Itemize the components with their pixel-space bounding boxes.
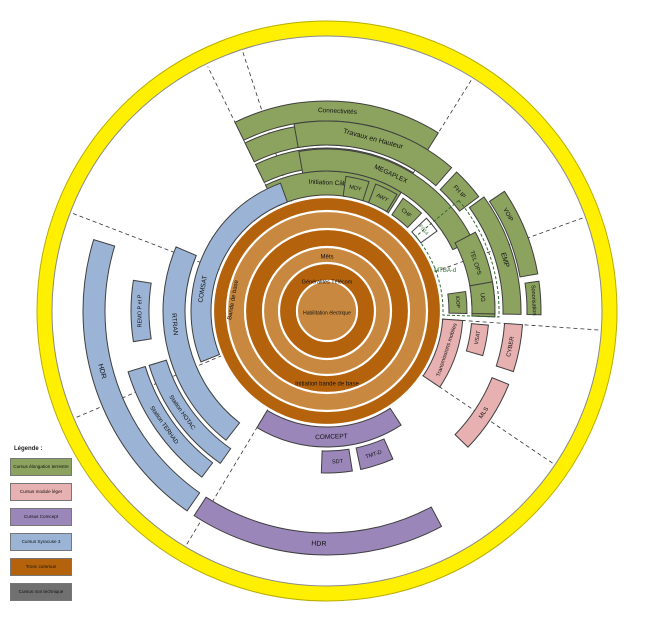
core-ring-border bbox=[243, 227, 411, 395]
green-label: EMP bbox=[499, 252, 510, 269]
green-segment bbox=[439, 171, 480, 212]
blue-segment bbox=[190, 182, 288, 363]
green-label: Sonorisation bbox=[529, 285, 537, 316]
blue-segment bbox=[130, 279, 152, 343]
pink-label: CYBER bbox=[506, 335, 516, 357]
mtba-outline bbox=[415, 199, 500, 318]
core-label-mets: Mêts bbox=[320, 255, 333, 261]
legend-item: Cursus Comcept bbox=[10, 508, 72, 526]
legend-item: Cursus Syracuse 3 bbox=[10, 533, 72, 551]
core-ring-border bbox=[277, 261, 377, 361]
core-ring bbox=[263, 247, 391, 375]
core-label-initiation: Initiation bande de base bbox=[295, 382, 359, 388]
green-segment bbox=[468, 196, 522, 315]
purple-segment bbox=[355, 438, 394, 471]
green-segment bbox=[293, 120, 453, 187]
pink-segment bbox=[454, 377, 510, 448]
green-label: MDY bbox=[349, 184, 363, 193]
green-label-mtba: MTBA-d bbox=[434, 268, 456, 274]
green-segment bbox=[342, 175, 370, 202]
core-ring bbox=[213, 197, 441, 425]
legend-title: Légende : bbox=[14, 446, 43, 452]
blue-label: COMSAT bbox=[197, 275, 209, 303]
pink-segment bbox=[495, 322, 524, 373]
core-ring bbox=[279, 263, 375, 359]
purple-segment bbox=[256, 407, 402, 448]
blue-segment bbox=[82, 239, 201, 512]
green-label: Connectivités bbox=[318, 107, 358, 116]
blue-label: HDR bbox=[96, 363, 107, 379]
legend-item: Cursus élongation terrestre bbox=[10, 458, 72, 476]
green-segment bbox=[447, 290, 468, 314]
green-segment bbox=[488, 190, 539, 278]
blue-segment bbox=[148, 359, 232, 465]
purple-label: COMCEPT bbox=[315, 433, 348, 441]
green-label: AWY bbox=[375, 193, 389, 204]
legend-item: Cursus non technique bbox=[10, 583, 72, 601]
core-ring bbox=[227, 211, 427, 411]
blue-segment bbox=[127, 365, 214, 478]
core-ring-border bbox=[225, 209, 429, 413]
core-label-telecom: Généralités Télécom bbox=[302, 279, 353, 285]
core-label-habilitation: Habilitation électrique bbox=[303, 310, 351, 316]
pink-segment bbox=[422, 318, 464, 388]
legend-item: Cursus module léger bbox=[10, 483, 72, 501]
purple-segment bbox=[193, 496, 443, 556]
pink-label: VSAT bbox=[474, 330, 482, 345]
core-center bbox=[296, 280, 358, 342]
core-ring-border bbox=[261, 245, 393, 377]
green-segment bbox=[367, 183, 398, 213]
core-ring bbox=[245, 229, 409, 393]
purple-label: TMT-D bbox=[365, 450, 383, 461]
legend-item: Tronc commun bbox=[10, 558, 72, 576]
green-label: IDOP bbox=[454, 296, 461, 309]
blue-segment bbox=[162, 246, 241, 441]
green-segment bbox=[469, 281, 496, 315]
green-segment bbox=[391, 197, 423, 229]
green-label: UG bbox=[478, 293, 485, 303]
purple-label: HDR bbox=[311, 540, 326, 548]
green-label: Initiation Câblage bbox=[308, 179, 359, 189]
pink-segment bbox=[465, 323, 489, 357]
green-segment bbox=[524, 280, 542, 316]
pink-label: MLS bbox=[478, 406, 490, 420]
purple-label: SDT bbox=[332, 459, 344, 466]
core-ring-border bbox=[211, 195, 443, 427]
purple-segment bbox=[320, 448, 353, 474]
blue-label: REMO P et P bbox=[137, 294, 143, 327]
blue-label: RTRAN bbox=[170, 313, 179, 336]
